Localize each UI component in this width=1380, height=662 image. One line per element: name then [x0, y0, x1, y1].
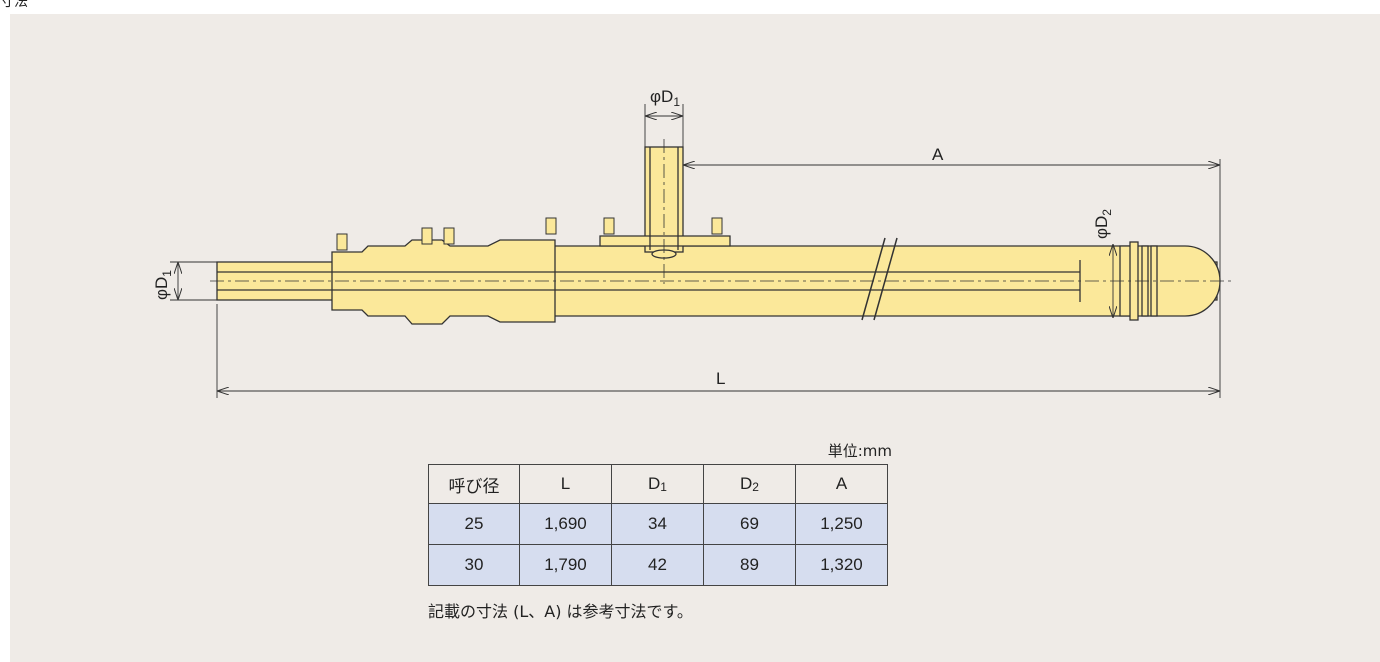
table-row: 25 1,690 34 69 1,250 [428, 503, 888, 545]
bolt-5 [603, 217, 615, 235]
pipe-body [216, 146, 1221, 325]
dimension-note: 記載の寸法 (L、A) は参考寸法です。 [428, 602, 693, 621]
table-cell: 89 [703, 544, 796, 586]
col-header-d2: D2 [703, 464, 796, 504]
label-a: A [932, 145, 944, 164]
table-cell: 34 [611, 503, 704, 545]
bolt-group [336, 217, 723, 251]
center-lines [210, 139, 1235, 284]
bolt-4 [545, 217, 557, 235]
bolt-3 [443, 227, 455, 245]
table-cell: 42 [611, 544, 704, 586]
col-header-nominal: 呼び径 [428, 464, 520, 504]
col-header-a: A [795, 464, 888, 504]
unit-label: 単位:mm [827, 442, 892, 460]
bolt-1 [336, 233, 348, 251]
table-row: 30 1,790 42 89 1,320 [428, 544, 888, 586]
dimension-labels: φD1 A φD2 φD1 L [152, 87, 1114, 388]
table-cell: 30 [428, 544, 520, 586]
bolt-6 [711, 217, 723, 235]
label-phi-d1-left: φD1 [152, 270, 174, 300]
tee-base [599, 235, 731, 247]
table-header-row: 呼び径 L D1 D2 A [428, 464, 888, 504]
table-cell: 25 [428, 503, 520, 545]
table-cell: 1,320 [795, 544, 888, 586]
dimension-panel: φD1 A φD2 φD1 L 単位:mm 呼び径 L D1 D2 A 25 1… [10, 14, 1380, 662]
label-l: L [716, 369, 725, 388]
section-label: 寸法 [0, 0, 28, 10]
table-cell: 1,690 [519, 503, 612, 545]
table-cell: 69 [703, 503, 796, 545]
fitting-1 [331, 239, 556, 325]
label-phi-d2: φD2 [1092, 209, 1114, 239]
table-cell: 1,250 [795, 503, 888, 545]
table-cell: 1,790 [519, 544, 612, 586]
col-header-l: L [519, 464, 612, 504]
bolt-2 [421, 227, 433, 245]
spec-table: 呼び径 L D1 D2 A 25 1,690 34 69 1,250 30 1,… [428, 464, 888, 586]
dimension-lines [170, 104, 1221, 398]
label-phi-d1-top: φD1 [650, 87, 680, 109]
pipe-assembly-drawing: φD1 A φD2 φD1 L [152, 87, 1235, 398]
col-header-d1: D1 [611, 464, 704, 504]
